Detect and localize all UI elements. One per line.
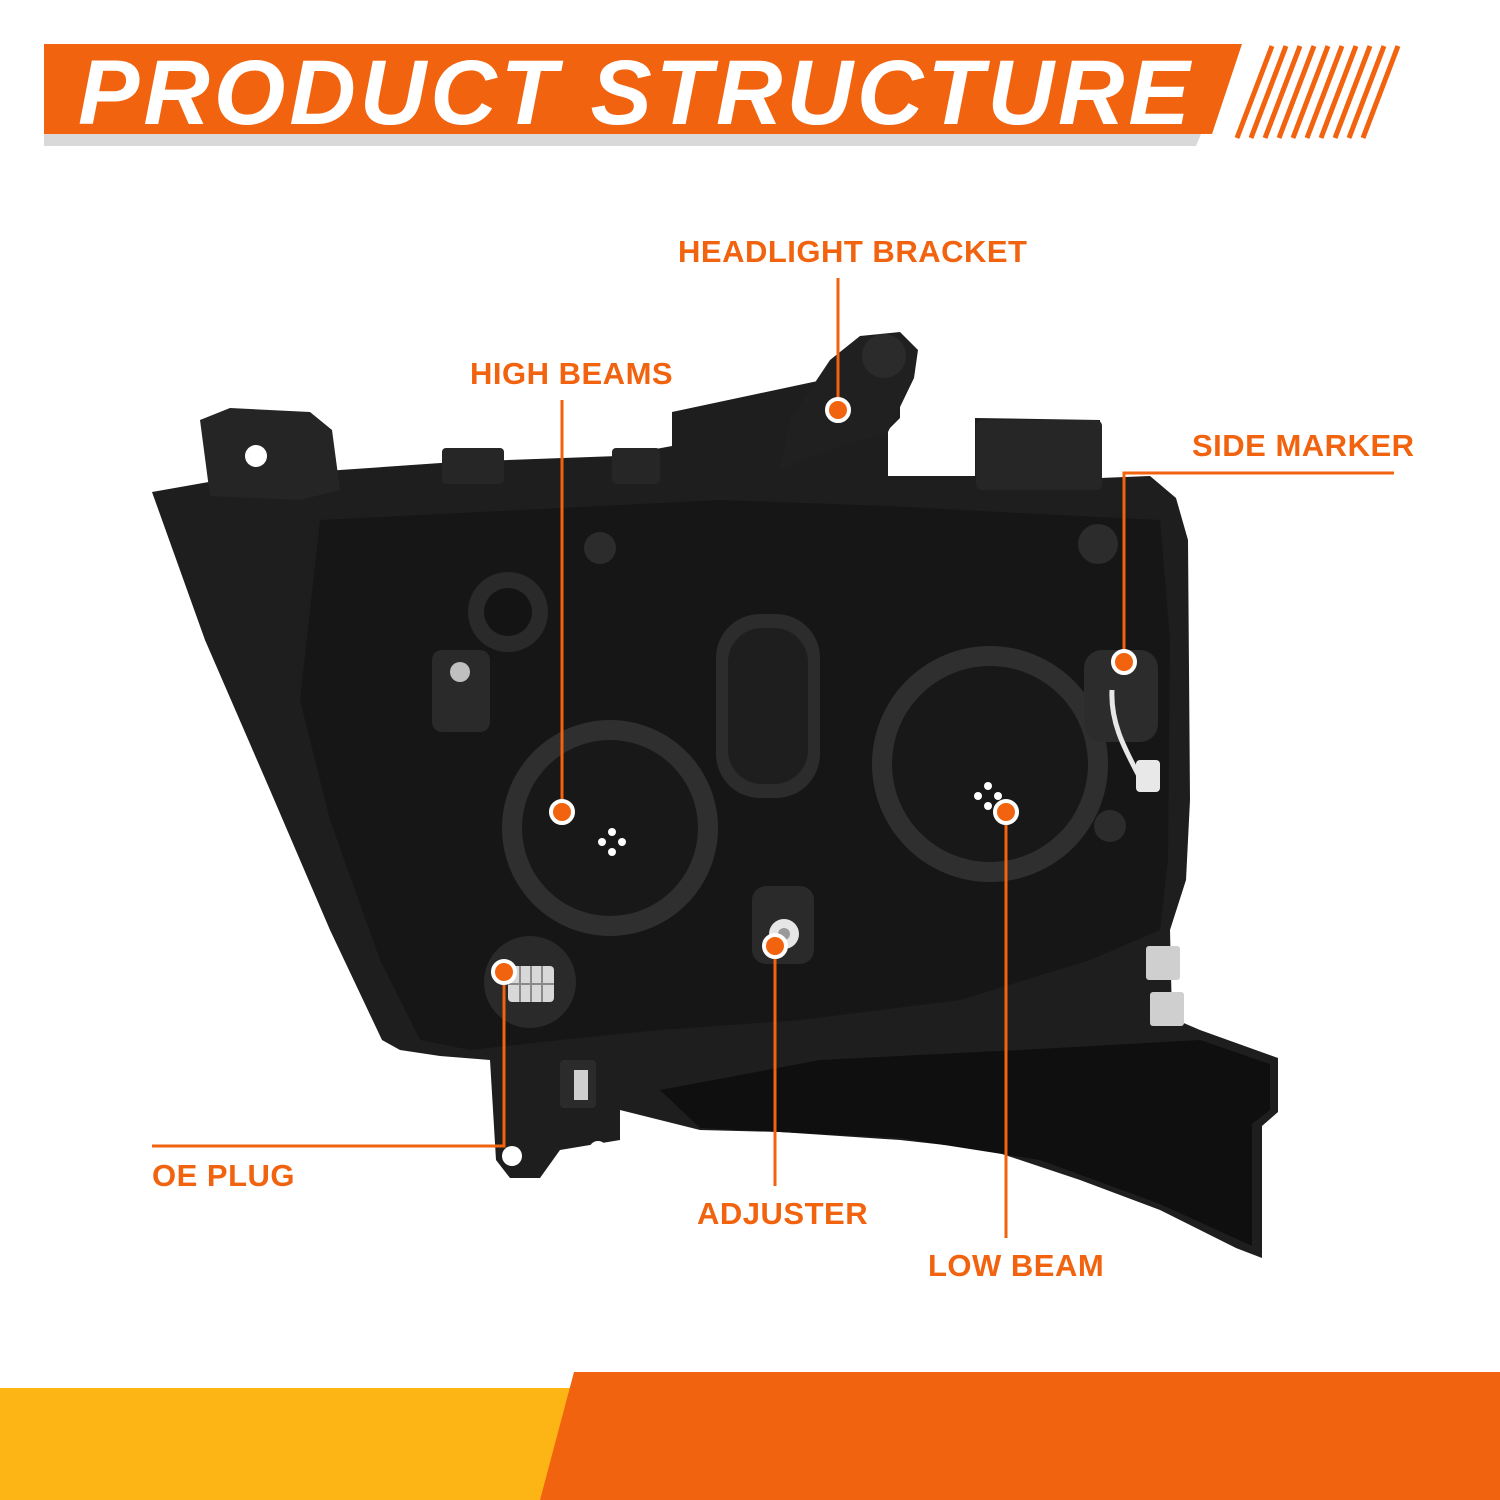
lower-tab-1-clip [574, 1070, 588, 1100]
bracket-knob [862, 334, 906, 378]
upper-clip-2 [612, 448, 660, 484]
footer-bands [0, 1372, 1500, 1500]
side-marker-leader [1122, 471, 1394, 660]
callout-markers [491, 397, 1137, 985]
label-high-beams: HIGH BEAMS [470, 356, 674, 391]
label-low-beam: LOW BEAM [928, 1248, 1105, 1283]
header-orange-band [44, 44, 1242, 134]
label-oe-plug: OE PLUG [152, 1158, 296, 1193]
label-headlight-bracket: HEADLIGHT BRACKET [678, 234, 1028, 269]
page-title: PRODUCT STRUCTURE [78, 42, 1194, 144]
side-marker-connector [976, 420, 1102, 490]
boss-3 [1094, 810, 1126, 842]
adjuster-marker [762, 933, 788, 959]
boss-2 [1078, 524, 1118, 564]
low-beam-vent-dots [974, 782, 1002, 810]
lower-mount-hole-1 [502, 1146, 522, 1166]
oe-plug-pin-grid [508, 966, 554, 1002]
rear-socket-core [484, 588, 532, 636]
side-marker-marker [1111, 649, 1137, 675]
housing-lower-skirt [660, 1040, 1270, 1246]
high-beam-vent-dots [598, 828, 626, 856]
boss-1 [584, 532, 616, 564]
left-mount-tab [200, 408, 340, 500]
right-clip-1 [1146, 946, 1180, 980]
left-mount-hole [245, 445, 267, 467]
callout-leaders [152, 278, 1394, 1238]
headlight-housing-image [152, 332, 1278, 1258]
label-side-marker: SIDE MARKER [1192, 428, 1415, 463]
label-adjuster: ADJUSTER [697, 1196, 869, 1231]
square-grommet-hole [450, 662, 470, 682]
oe-plug-leader [152, 972, 506, 1148]
header-hatch-lines [1234, 45, 1401, 139]
oe-plug-marker [491, 959, 517, 985]
high-beam-cap [522, 740, 698, 916]
upper-clip-1 [442, 448, 504, 484]
lower-mount-hole-2 [589, 1141, 607, 1159]
header-banner [44, 44, 1401, 146]
low-beam-cap [892, 666, 1088, 862]
square-grommet [432, 650, 490, 732]
side-marker-socket [1084, 650, 1158, 742]
headlight-bracket-marker [825, 397, 851, 423]
high-beams-marker [549, 799, 575, 825]
side-marker-wire-clip [1136, 760, 1160, 792]
right-clip-2 [1150, 992, 1184, 1026]
low-beam-marker [993, 799, 1019, 825]
footer-orange-band [540, 1372, 1500, 1500]
center-oval-cap-inner [728, 628, 808, 784]
